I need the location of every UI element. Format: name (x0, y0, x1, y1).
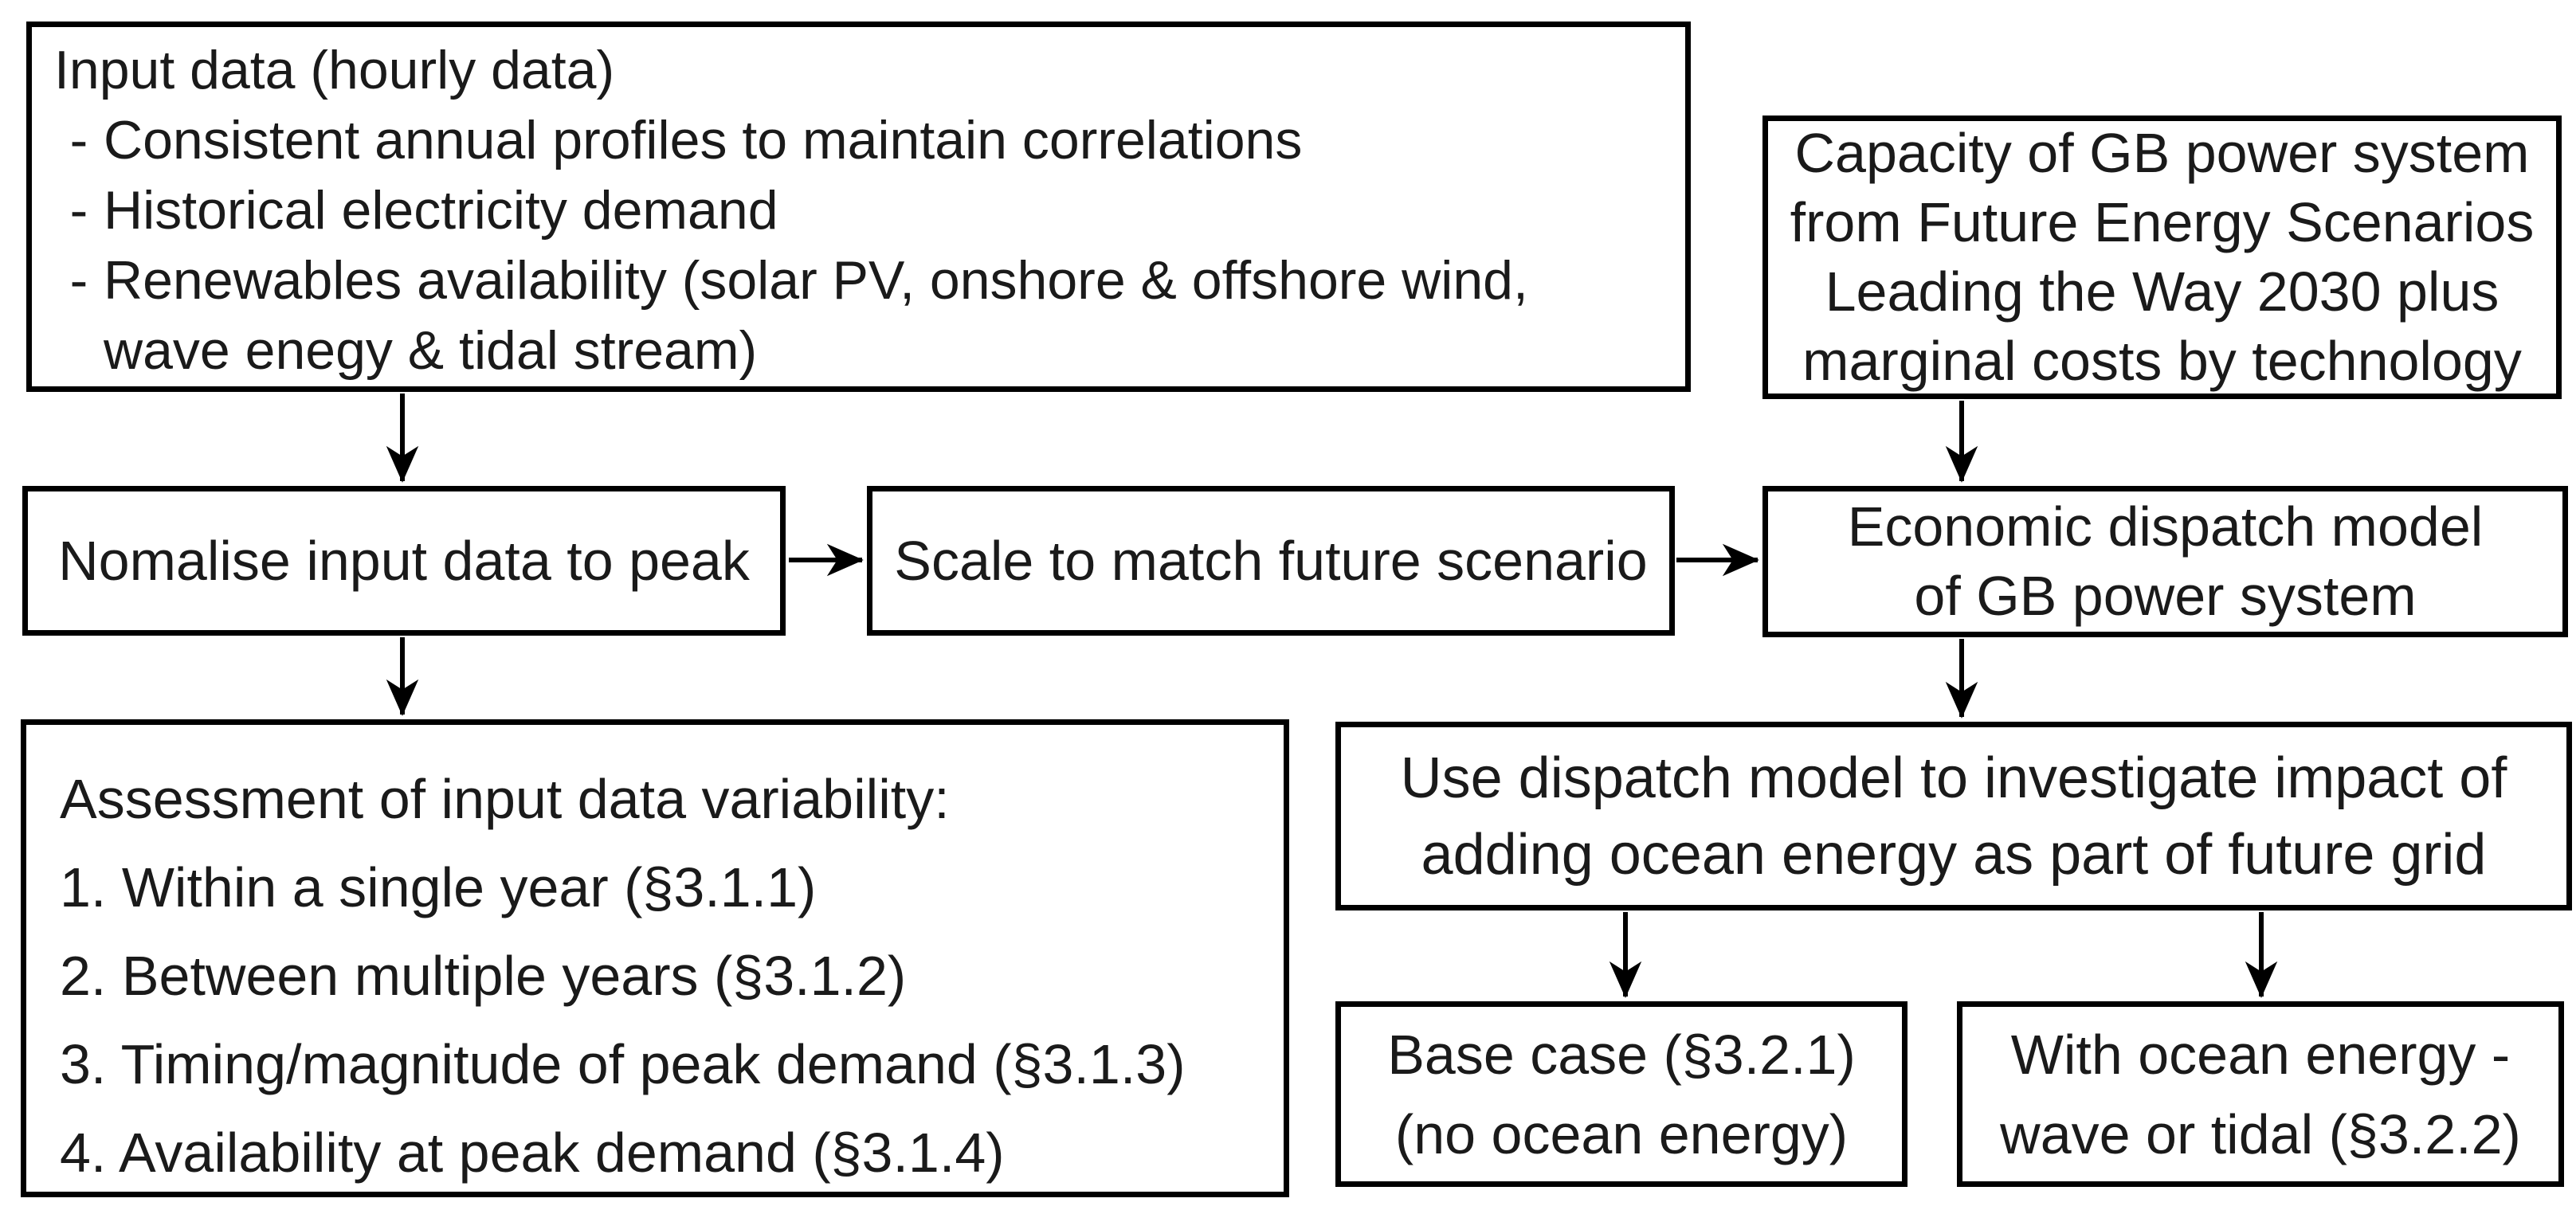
base-case-box: Base case (§3.2.1) (no ocean energy) (1335, 1001, 1907, 1187)
assessment-item-4: 4. Availability at peak demand (§3.1.4) (60, 1122, 1005, 1184)
bullet-dash: - (69, 250, 88, 311)
with-ocean-line-1: With ocean energy - (2010, 1023, 2511, 1086)
assessment-item-3: 3. Timing/magnitude of peak demand (§3.1… (60, 1033, 1186, 1095)
use-dispatch-box: Use dispatch model to investigate impact… (1335, 722, 2572, 910)
dispatch-box: Economic dispatch model of GB power syst… (1762, 486, 2568, 637)
bullet-dash: - (69, 110, 88, 170)
input-data-title: Input data (hourly data) (54, 40, 615, 100)
bullet-dash: - (69, 180, 88, 241)
capacity-line-4: marginal costs by technology (1802, 330, 2522, 392)
bullet-text: Historical electricity demand (104, 180, 778, 241)
scale-label: Scale to match future scenario (894, 530, 1648, 592)
base-case-line-2: (no ocean energy) (1394, 1102, 1849, 1165)
input-data-bullet-3: - Renewables availability (solar PV, ons… (54, 245, 1661, 315)
normalise-label: Nomalise input data to peak (58, 530, 750, 592)
assessment-item-2: 2. Between multiple years (§3.1.2) (60, 945, 907, 1007)
base-case-line-1: Base case (§3.2.1) (1387, 1023, 1856, 1086)
dispatch-line-1: Economic dispatch model (1847, 495, 2484, 558)
capacity-line-3: Leading the Way 2030 plus (1825, 260, 2500, 323)
with-ocean-line-2: wave or tidal (§3.2.2) (2000, 1102, 2521, 1165)
use-dispatch-line-1: Use dispatch model to investigate impact… (1400, 746, 2507, 810)
bullet-text: Renewables availability (solar PV, onsho… (104, 250, 1528, 311)
bullet-text: Consistent annual profiles to maintain c… (104, 110, 1303, 170)
capacity-line-1: Capacity of GB power system (1794, 122, 2530, 184)
input-data-box: Input data (hourly data) - Consistent an… (26, 22, 1691, 392)
input-data-bullet-3-continuation: wave enegy & tidal stream) (104, 320, 758, 381)
assessment-box: Assessment of input data variability: 1.… (21, 719, 1289, 1197)
dispatch-line-2: of GB power system (1914, 565, 2417, 627)
capacity-line-2: from Future Energy Scenarios (1790, 191, 2535, 253)
normalise-box: Nomalise input data to peak (22, 486, 786, 636)
use-dispatch-line-2: adding ocean energy as part of future gr… (1421, 822, 2487, 887)
input-data-bullet-2: - Historical electricity demand (54, 175, 1661, 245)
assessment-item-1: 1. Within a single year (§3.1.1) (60, 856, 817, 918)
input-data-bullet-1: - Consistent annual profiles to maintain… (54, 105, 1661, 175)
assessment-title: Assessment of input data variability: (60, 768, 950, 830)
capacity-box: Capacity of GB power system from Future … (1762, 116, 2562, 399)
with-ocean-box: With ocean energy - wave or tidal (§3.2.… (1957, 1001, 2564, 1187)
scale-box: Scale to match future scenario (867, 486, 1675, 636)
